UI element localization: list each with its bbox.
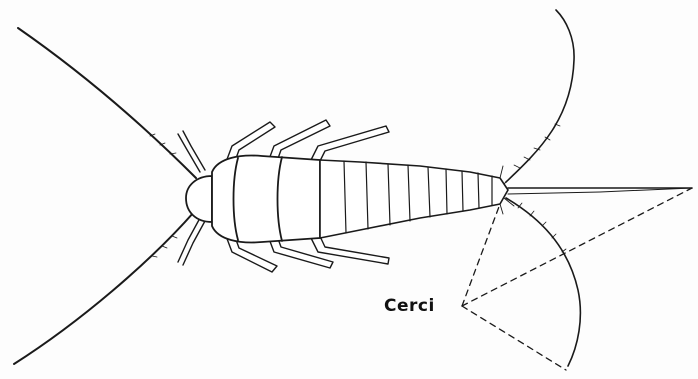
median-filament-outline <box>508 188 692 194</box>
abdomen <box>320 160 508 238</box>
leg-hind-upper <box>310 126 389 165</box>
palp-upper-outline <box>183 131 205 170</box>
thorax-outline <box>212 156 320 243</box>
head <box>186 176 212 222</box>
cerci-label: Cerci <box>384 298 435 315</box>
abdomen-outline <box>320 160 508 238</box>
cercus-upper-bristles <box>514 124 560 168</box>
thorax <box>212 156 320 243</box>
cercus-lower <box>506 198 580 366</box>
antenna-upper <box>18 28 196 178</box>
caudal-appendages <box>500 10 692 366</box>
leader-to-lower-cercus <box>462 306 566 370</box>
antennae <box>14 28 196 364</box>
palp-upper <box>178 134 200 172</box>
antenna-lower <box>14 212 194 364</box>
leader-to-upper-cercus <box>462 204 500 306</box>
antenna-bristles <box>150 134 177 257</box>
cercus-upper <box>506 10 574 182</box>
